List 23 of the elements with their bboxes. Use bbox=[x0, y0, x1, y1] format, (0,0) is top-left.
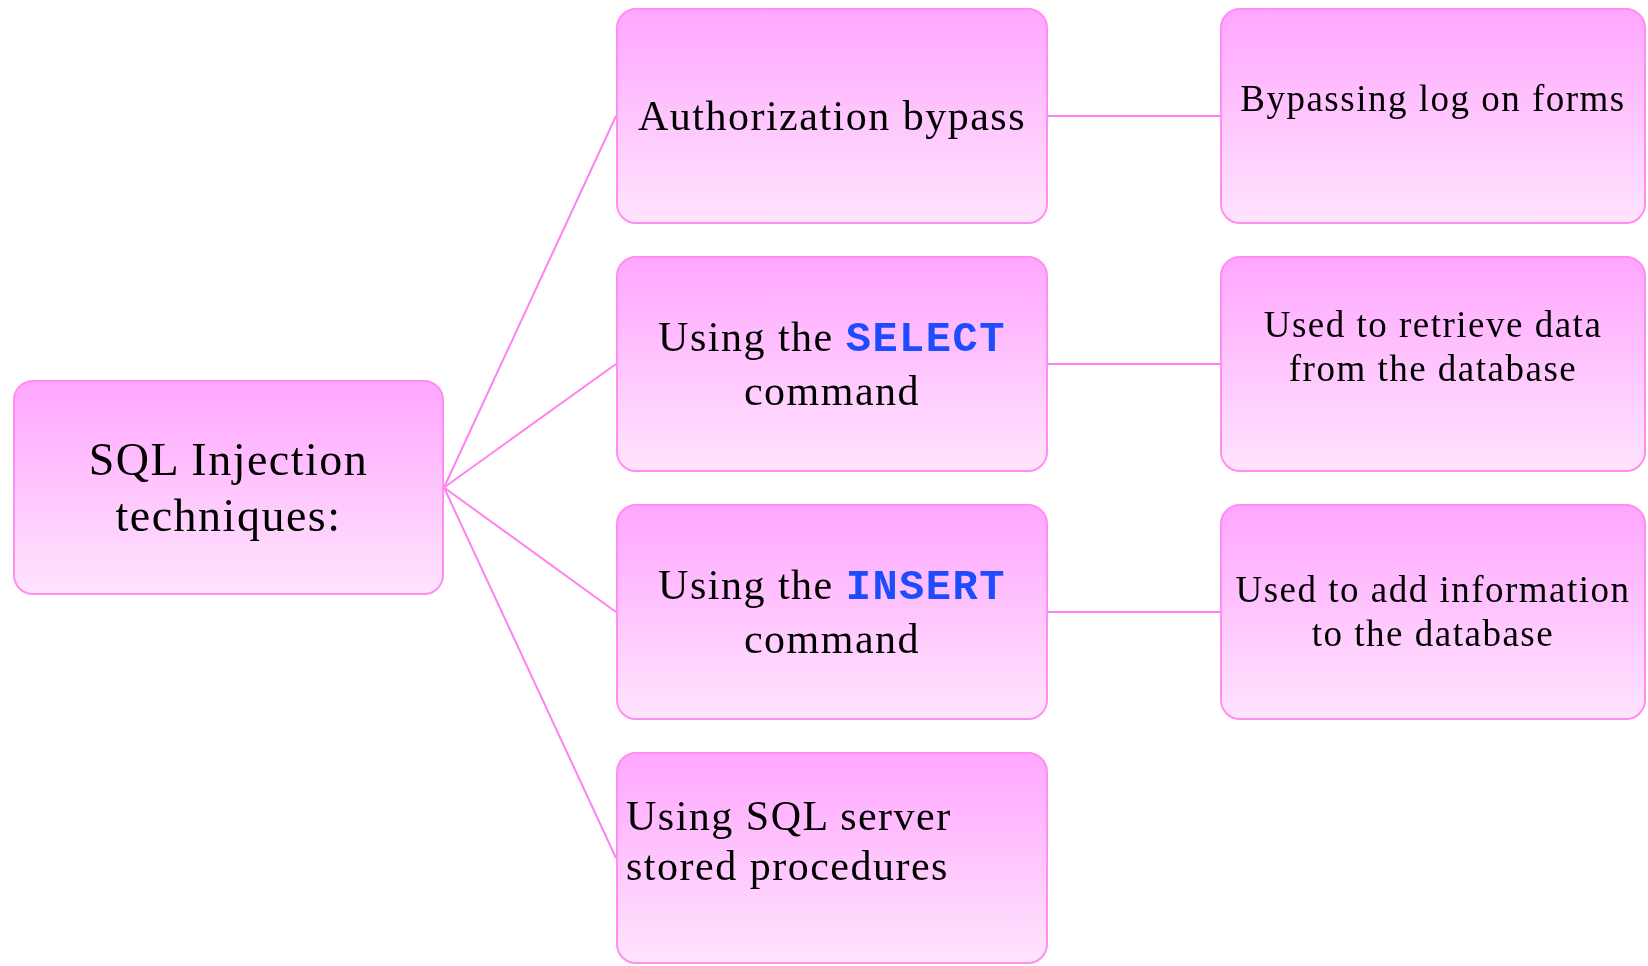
box-label: Used to add information to the database bbox=[1234, 567, 1632, 656]
box-label: Using the SELECT command bbox=[657, 313, 1007, 416]
rounded-box bbox=[13, 380, 444, 595]
connector-line bbox=[1047, 115, 1221, 117]
rounded-box bbox=[616, 256, 1048, 472]
connector-line bbox=[443, 363, 617, 489]
box-label: Authorization bypass bbox=[637, 91, 1027, 141]
box-label: Using SQL server stored procedures bbox=[626, 791, 953, 891]
connector-line bbox=[1047, 363, 1221, 365]
rounded-box bbox=[1220, 504, 1646, 720]
rounded-box bbox=[1220, 256, 1646, 472]
box-label: Using the INSERT command bbox=[657, 561, 1007, 664]
box-label: Used to retrieve data from the database bbox=[1262, 302, 1604, 391]
connector-line bbox=[443, 115, 617, 489]
connector-line bbox=[443, 486, 617, 859]
rounded-box bbox=[616, 8, 1048, 224]
connector-line bbox=[1047, 611, 1221, 613]
rounded-box bbox=[1220, 8, 1646, 224]
box-label: SQL Injection techniques: bbox=[87, 433, 370, 543]
rounded-box bbox=[616, 504, 1048, 720]
connector-line bbox=[443, 486, 617, 613]
rounded-box bbox=[616, 752, 1048, 964]
box-label: Bypassing log on forms bbox=[1240, 76, 1626, 121]
